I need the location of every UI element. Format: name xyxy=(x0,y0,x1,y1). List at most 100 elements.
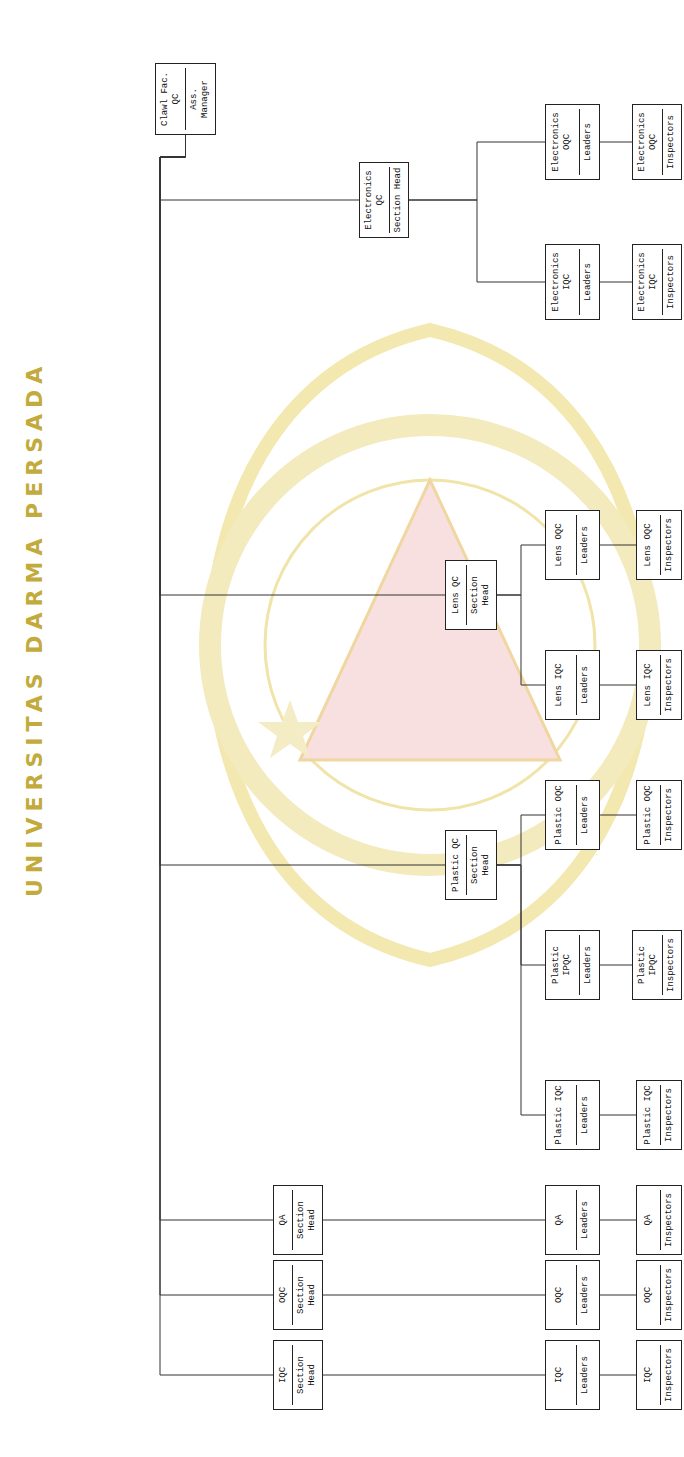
unit-name: IQC xyxy=(278,1345,289,1405)
org-connector xyxy=(497,865,545,1115)
role-name: Inspectors xyxy=(662,249,677,315)
emblem-triangle xyxy=(300,480,560,760)
org-connector xyxy=(323,1375,545,1376)
org-connector xyxy=(160,135,445,865)
role-name: Leaders xyxy=(576,515,591,575)
role-name: Inspectors xyxy=(660,1345,675,1405)
leaders-box: Plastic IPQC Leaders xyxy=(545,930,600,1000)
section-head-box: Lens QC Section Head xyxy=(445,560,497,630)
watermark-text: UNIVERSITAS DARMA PERSADA xyxy=(22,361,47,897)
org-connector xyxy=(600,1115,636,1116)
unit-name: QA xyxy=(643,1190,654,1250)
unit-name: IQC xyxy=(643,1345,654,1405)
role-name: Inspectors xyxy=(660,655,675,715)
org-connector xyxy=(600,142,632,143)
unit-name: OQC xyxy=(643,1265,654,1325)
unit-name: Electronics IQC xyxy=(551,249,573,315)
role-name: Leaders xyxy=(579,109,594,175)
org-connector xyxy=(600,965,632,966)
unit-name: OQC xyxy=(554,1265,565,1325)
unit-name: Plastic QC xyxy=(451,835,462,895)
org-connector xyxy=(409,142,545,200)
section-head-box: Electronics QCSection Head xyxy=(359,162,409,238)
inspectors-box: Lens IQC Inspectors xyxy=(636,650,682,720)
unit-name: Electronics QC xyxy=(364,167,386,233)
leaders-box: Plastic OQCLeaders xyxy=(545,780,600,850)
role-name: Section Head xyxy=(292,1265,318,1325)
org-connector xyxy=(160,135,359,200)
org-connector xyxy=(160,135,273,1295)
leaders-box: Electronics OQC Leaders xyxy=(545,104,600,180)
unit-name: QA xyxy=(278,1190,289,1250)
unit-name: Plastic OQC xyxy=(643,785,654,845)
unit-name: Plastic IQC xyxy=(643,1085,654,1145)
unit-name: Lens OQC xyxy=(643,515,654,575)
emblem-star xyxy=(258,700,322,758)
unit-name: Clawl Fac. QC xyxy=(160,68,182,130)
inspectors-box: Electronics OQCInspectors xyxy=(632,104,682,180)
org-connector xyxy=(497,545,545,595)
leaders-box: OQC Leaders xyxy=(545,1260,600,1330)
leaders-box: Lens IQC Leaders xyxy=(545,650,600,720)
unit-name: Lens OQC xyxy=(554,515,565,575)
inspectors-box: Plastic OQC Inspectors xyxy=(636,780,682,850)
org-connector xyxy=(600,282,632,283)
unit-name: Plastic IPQC xyxy=(551,935,573,995)
role-name: Leaders xyxy=(576,1345,591,1405)
unit-name: Lens IQC xyxy=(554,655,565,715)
role-name: Section Head xyxy=(292,1345,318,1405)
role-name: Leaders xyxy=(576,1085,591,1145)
org-connector xyxy=(160,135,273,1220)
inspectors-box: IQC Inspectors xyxy=(636,1340,682,1410)
unit-name: OQC xyxy=(278,1265,289,1325)
manager-box: Clawl Fac. QCAss. Manager xyxy=(155,63,216,135)
unit-name: Electronics OQC xyxy=(551,109,573,175)
org-connector xyxy=(600,1295,636,1296)
role-name: Inspectors xyxy=(660,785,675,845)
org-connector xyxy=(323,1295,545,1296)
unit-name: Electronics OQC xyxy=(637,109,659,175)
role-name: Leaders xyxy=(576,1190,591,1250)
inspectors-box: QAInspectors xyxy=(636,1185,682,1255)
org-connector xyxy=(600,815,636,816)
role-name: Leaders xyxy=(579,935,594,995)
unit-name: Lens QC xyxy=(451,565,462,625)
leaders-box: IQC Leaders xyxy=(545,1340,600,1410)
org-connector xyxy=(409,200,545,282)
role-name: Inspectors xyxy=(662,935,677,995)
role-name: Inspectors xyxy=(660,515,675,575)
inspectors-box: Plastic IQC Inspectors xyxy=(636,1080,682,1150)
role-name: Inspectors xyxy=(662,109,677,175)
leaders-box: Plastic IQC Leaders xyxy=(545,1080,600,1150)
inspectors-box: Plastic IPQCInspectors xyxy=(632,930,682,1000)
org-connector xyxy=(600,545,636,546)
org-connector xyxy=(323,1220,545,1221)
role-name: Section Head xyxy=(389,167,404,233)
org-connector xyxy=(600,1220,636,1221)
unit-name: Plastic IQC xyxy=(554,1085,565,1145)
role-name: Section Head xyxy=(466,835,492,895)
unit-name: IQC xyxy=(554,1345,565,1405)
org-connector xyxy=(600,685,636,686)
inspectors-box: Lens OQC Inspectors xyxy=(636,510,682,580)
org-connector xyxy=(160,135,445,595)
leaders-box: Electronics IQCLeaders xyxy=(545,244,600,320)
inspectors-box: Electronics IQCInspectors xyxy=(632,244,682,320)
leaders-box: QALeaders xyxy=(545,1185,600,1255)
org-connector xyxy=(497,865,545,965)
unit-name: Plastic IPQC xyxy=(637,935,659,995)
section-head-box: QASection Head xyxy=(273,1185,323,1255)
role-name: Leaders xyxy=(576,1265,591,1325)
section-head-box: IQCSection Head xyxy=(273,1340,323,1410)
org-connector xyxy=(497,815,545,865)
unit-name: Lens IQC xyxy=(643,655,654,715)
role-name: Inspectors xyxy=(660,1085,675,1145)
role-name: Section Head xyxy=(466,565,492,625)
org-connector xyxy=(497,595,545,685)
emblem-ring xyxy=(210,425,650,865)
unit-name: Plastic OQC xyxy=(554,785,565,845)
section-head-box: OQCSection Head xyxy=(273,1260,323,1330)
role-name: Leaders xyxy=(576,655,591,715)
role-name: Ass. Manager xyxy=(185,68,211,130)
